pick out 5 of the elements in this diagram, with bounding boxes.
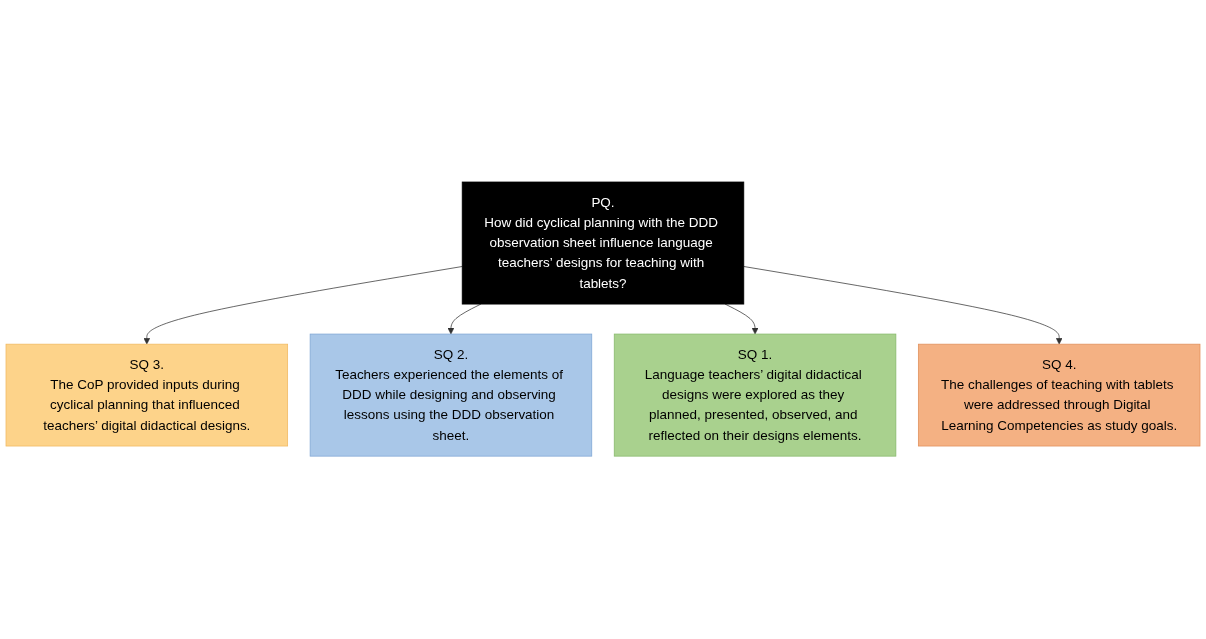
node-box: SQ 3. The CoP provided inputs during cyclical planning that influenced teachers’ digital didactical designs.: [5, 344, 289, 447]
node-box: PQ. How did cyclical planning with the DDD observation sheet influence language teachers’ designs for teaching with tablets?: [461, 182, 745, 305]
node-box: SQ 4. The challenges of teaching with tablets were addressed through Digital Learning Competencies as study goals.: [917, 344, 1201, 447]
node-box: SQ 1. Language teachers’ digital didactical designs were explored as they planned, presented, observed, and reflected on their designs elements.: [613, 334, 897, 457]
node-box: SQ 2. Teachers experienced the elements of DDD while designing and observing lessons using the DDD observation sheet.: [309, 334, 593, 457]
